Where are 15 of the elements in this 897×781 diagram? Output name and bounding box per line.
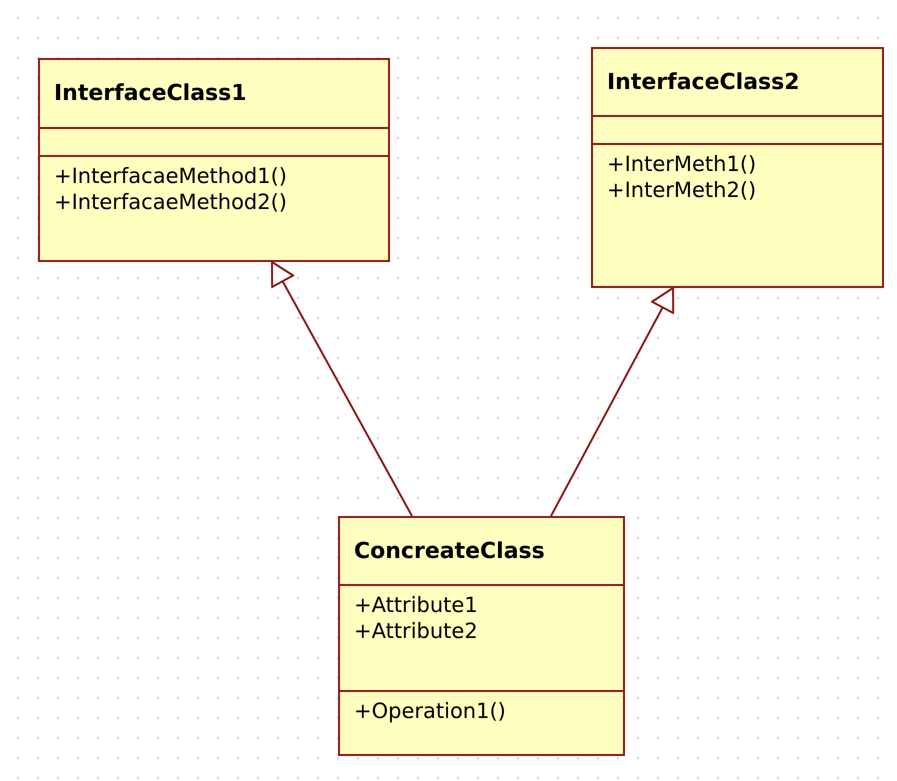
method-text: +InterMeth2(): [607, 177, 758, 203]
attribute-text: +Attribute1: [354, 592, 479, 618]
method-text: +Operation1(): [354, 698, 507, 724]
class-name: ConcreateClass: [354, 538, 545, 564]
class-box: [338, 516, 625, 756]
attribute-text: +Attribute2: [354, 618, 479, 644]
realization-arrow: [271, 261, 413, 516]
class-box: [591, 47, 884, 288]
class-box: [38, 58, 390, 262]
method-text: +InterMeth1(): [607, 151, 758, 177]
class-name: InterfaceClass1: [54, 81, 247, 106]
class-name: InterfaceClass2: [607, 70, 800, 94]
method-text: +InterfacaeMethod1(): [54, 163, 288, 189]
method-text: +InterfacaeMethod2(): [54, 189, 288, 215]
realization-arrow: [550, 287, 674, 516]
